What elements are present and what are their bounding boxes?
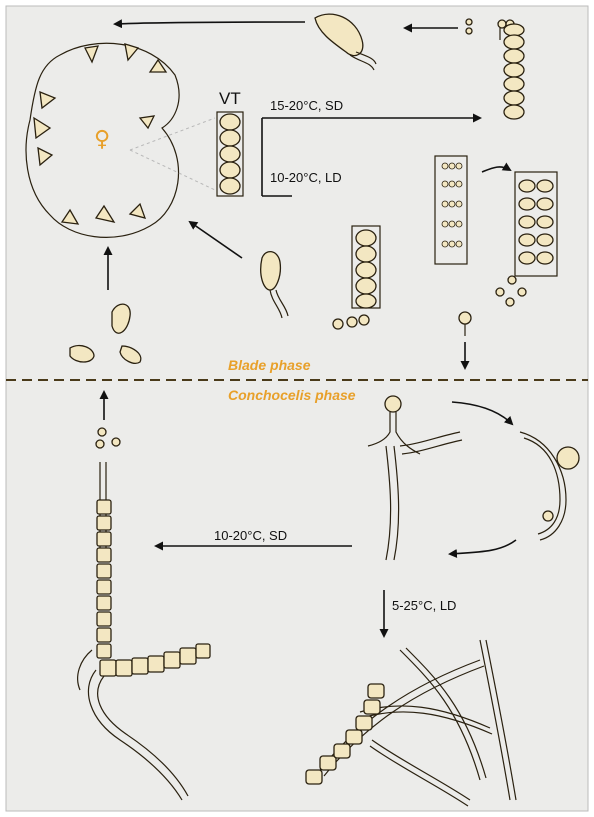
condition-15-20-sd: 15-20°C, SD xyxy=(270,98,343,113)
female-symbol: ♀ xyxy=(94,127,110,152)
condition-10-20-sd-lower: 10-20°C, SD xyxy=(214,528,287,543)
vt-label: VT xyxy=(219,89,241,108)
vt-cell-column xyxy=(217,112,243,196)
condition-5-25-ld: 5-25°C, LD xyxy=(392,598,456,613)
conchocelis-phase-label: Conchocelis phase xyxy=(228,387,356,403)
blade-phase-label: Blade phase xyxy=(228,357,311,373)
condition-10-20-ld: 10-20°C, LD xyxy=(270,170,342,185)
